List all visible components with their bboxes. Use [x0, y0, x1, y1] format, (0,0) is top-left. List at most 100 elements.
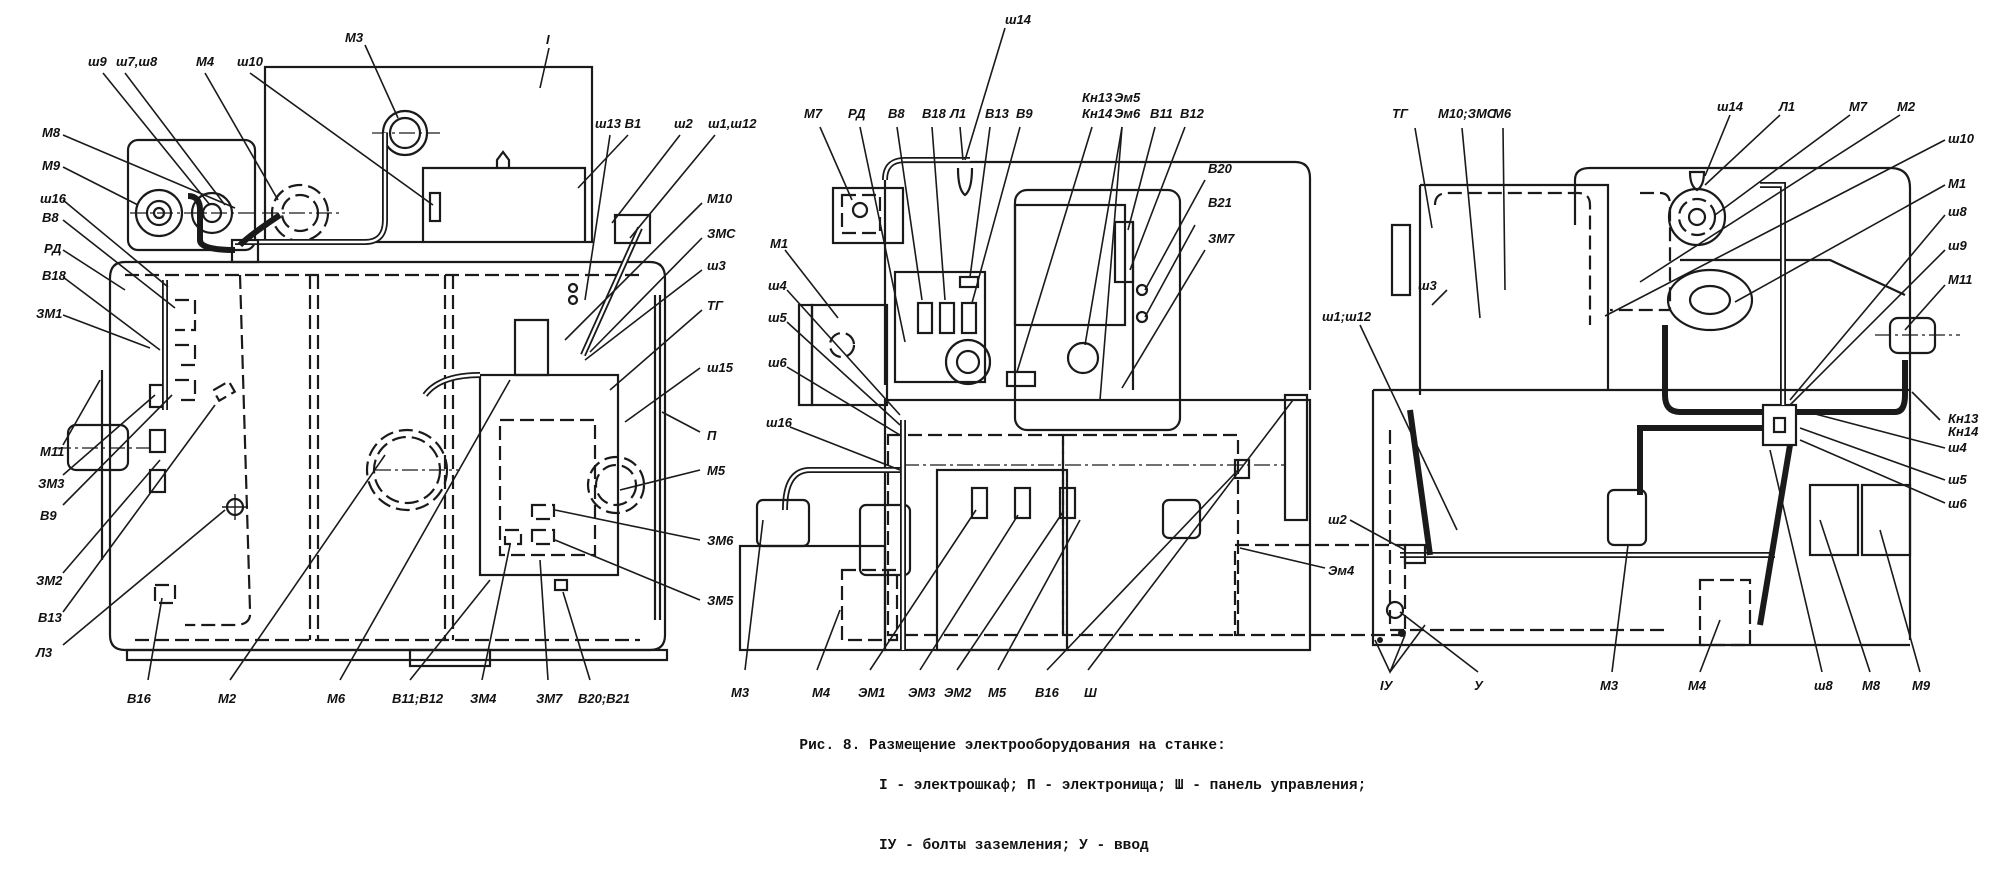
label-b18: В18: [42, 268, 67, 283]
label-b9: В9: [1016, 106, 1033, 121]
switch-b20-b21: [553, 578, 569, 592]
top-housing: [421, 166, 587, 242]
motor-m7-inner: [1677, 197, 1717, 237]
label-zm7: ЗМ7: [536, 691, 563, 706]
label-sh14: ш14: [1005, 12, 1032, 27]
motor-m9-symbol: [1860, 483, 1912, 557]
motor-m7-box: [831, 186, 905, 245]
label-sh3: ш3: [707, 258, 727, 273]
electromagnet-em5-em6: [1066, 341, 1100, 375]
switch-block: [175, 298, 197, 402]
cable-conduit-inner: [581, 227, 642, 356]
caption-title: Рис. 8. Размещение электрооборудования н…: [799, 738, 1226, 754]
base-foot: [408, 648, 492, 668]
label-b13: В13: [985, 106, 1010, 121]
motor-m7-core: [1687, 207, 1707, 227]
label-m10-zmc: М10;ЗМС: [1438, 106, 1497, 121]
label-b8: В8: [888, 106, 905, 121]
label-l1: Л1: [1778, 99, 1795, 114]
control-block: [893, 270, 987, 384]
bed-compartment: [1233, 543, 1407, 637]
motor-spindle-symbol: [944, 338, 992, 386]
grounding-block: [1403, 543, 1427, 565]
ground-bolt: [1377, 637, 1383, 643]
electromagnet-em3: [1013, 486, 1032, 520]
cable-conduit-inner: [235, 133, 387, 244]
label-m5: М5: [707, 463, 726, 478]
lamp-l1: [1688, 170, 1706, 192]
label-em4: Эм4: [1328, 563, 1355, 578]
label-m5: М5: [988, 685, 1007, 700]
label-m6: М6: [1493, 106, 1512, 121]
bed-base-left: [738, 544, 887, 652]
label-b12: В12: [1180, 106, 1205, 121]
motor-m5-inner: [594, 463, 638, 507]
label-sh8-bottom: ш8: [1814, 678, 1834, 693]
label-sh1-sh12: ш1,ш12: [708, 116, 757, 131]
component-b13: [148, 468, 167, 494]
label-rd: РД: [848, 106, 866, 121]
label-m9: М9: [1912, 678, 1931, 693]
cable-conduit: [237, 212, 282, 248]
cable-route: [185, 274, 252, 627]
label-m7: М7: [804, 106, 823, 121]
motor-m5-symbol: [1161, 498, 1202, 540]
motor-m4-symbol: [1698, 578, 1752, 647]
cable-conduit: [187, 193, 236, 253]
label-m8: М8: [1862, 678, 1881, 693]
label-zm5: ЗМ5: [707, 593, 734, 608]
motor-m5-symbol: [586, 455, 646, 515]
label-sh9: ш9: [88, 54, 108, 69]
label-tg: ТГ: [707, 298, 724, 313]
switch-b21: [1135, 310, 1149, 324]
label-l3: Л3: [35, 645, 53, 660]
motor-m8-symbol: [1808, 483, 1860, 557]
label-input-v: У: [1474, 678, 1484, 693]
motor-m2-symbol: [365, 428, 449, 512]
label-m11: М11: [40, 444, 64, 459]
label-b20: В20: [1208, 161, 1233, 176]
label-b16: В16: [127, 691, 152, 706]
label-electrical-cabinet: I: [546, 32, 550, 47]
fastener: [567, 282, 579, 294]
label-zm3: ЗМ3: [38, 476, 65, 491]
electrical-cabinet-outline: [263, 65, 594, 244]
label-zm1: ЗМ1: [36, 306, 62, 321]
label-em1: ЭМ1: [858, 685, 885, 700]
label-niche-ii: П: [707, 428, 717, 443]
motor-m7-inner: [840, 193, 882, 235]
leader-iv: [1374, 624, 1426, 674]
electromagnet-zm4: [503, 528, 523, 546]
electromagnet-zm5: [530, 528, 556, 546]
switch-b18: [938, 301, 956, 335]
motor-m3-symbol: [1606, 488, 1648, 547]
base-plinth: [125, 648, 669, 662]
motor-m4-symbol: [840, 568, 899, 642]
label-m3: М3: [1600, 678, 1619, 693]
label-b11: В11: [1150, 106, 1173, 121]
label-sh7-sh8: ш7,ш8: [116, 54, 158, 69]
label-zm4: ЗМ4: [470, 691, 497, 706]
label-em3: ЭМ3: [908, 685, 936, 700]
label-sh9: ш9: [1948, 238, 1968, 253]
headstock-upper: [1013, 203, 1127, 327]
cable-conduit: [1796, 360, 1908, 415]
figure-caption: Рис. 8. Размещение электрооборудования н…: [782, 716, 1366, 876]
motor-m7-symbol: [851, 201, 869, 219]
label-m4: М4: [1688, 678, 1707, 693]
label-em6: Эм6: [1114, 106, 1141, 121]
electrical-niche-ii: [653, 295, 662, 620]
cable-conduit-inner: [883, 158, 970, 181]
bed-compartment: [886, 433, 1065, 637]
label-b9: В9: [40, 508, 57, 523]
label-m10: М10: [707, 191, 733, 206]
switch-b16: [1233, 458, 1251, 480]
label-m9: М9: [42, 158, 61, 173]
housing-slope: [1680, 258, 1906, 296]
cable-conduit: [1662, 325, 1763, 415]
cable-conduit: [1760, 182, 1786, 405]
right-view: [1371, 166, 1960, 647]
connector-sh10: [428, 191, 442, 223]
caption-legend-line-1: I - электрошкаф; П - электронища; Ш - па…: [879, 778, 1367, 794]
machine-bed: [883, 398, 1312, 652]
